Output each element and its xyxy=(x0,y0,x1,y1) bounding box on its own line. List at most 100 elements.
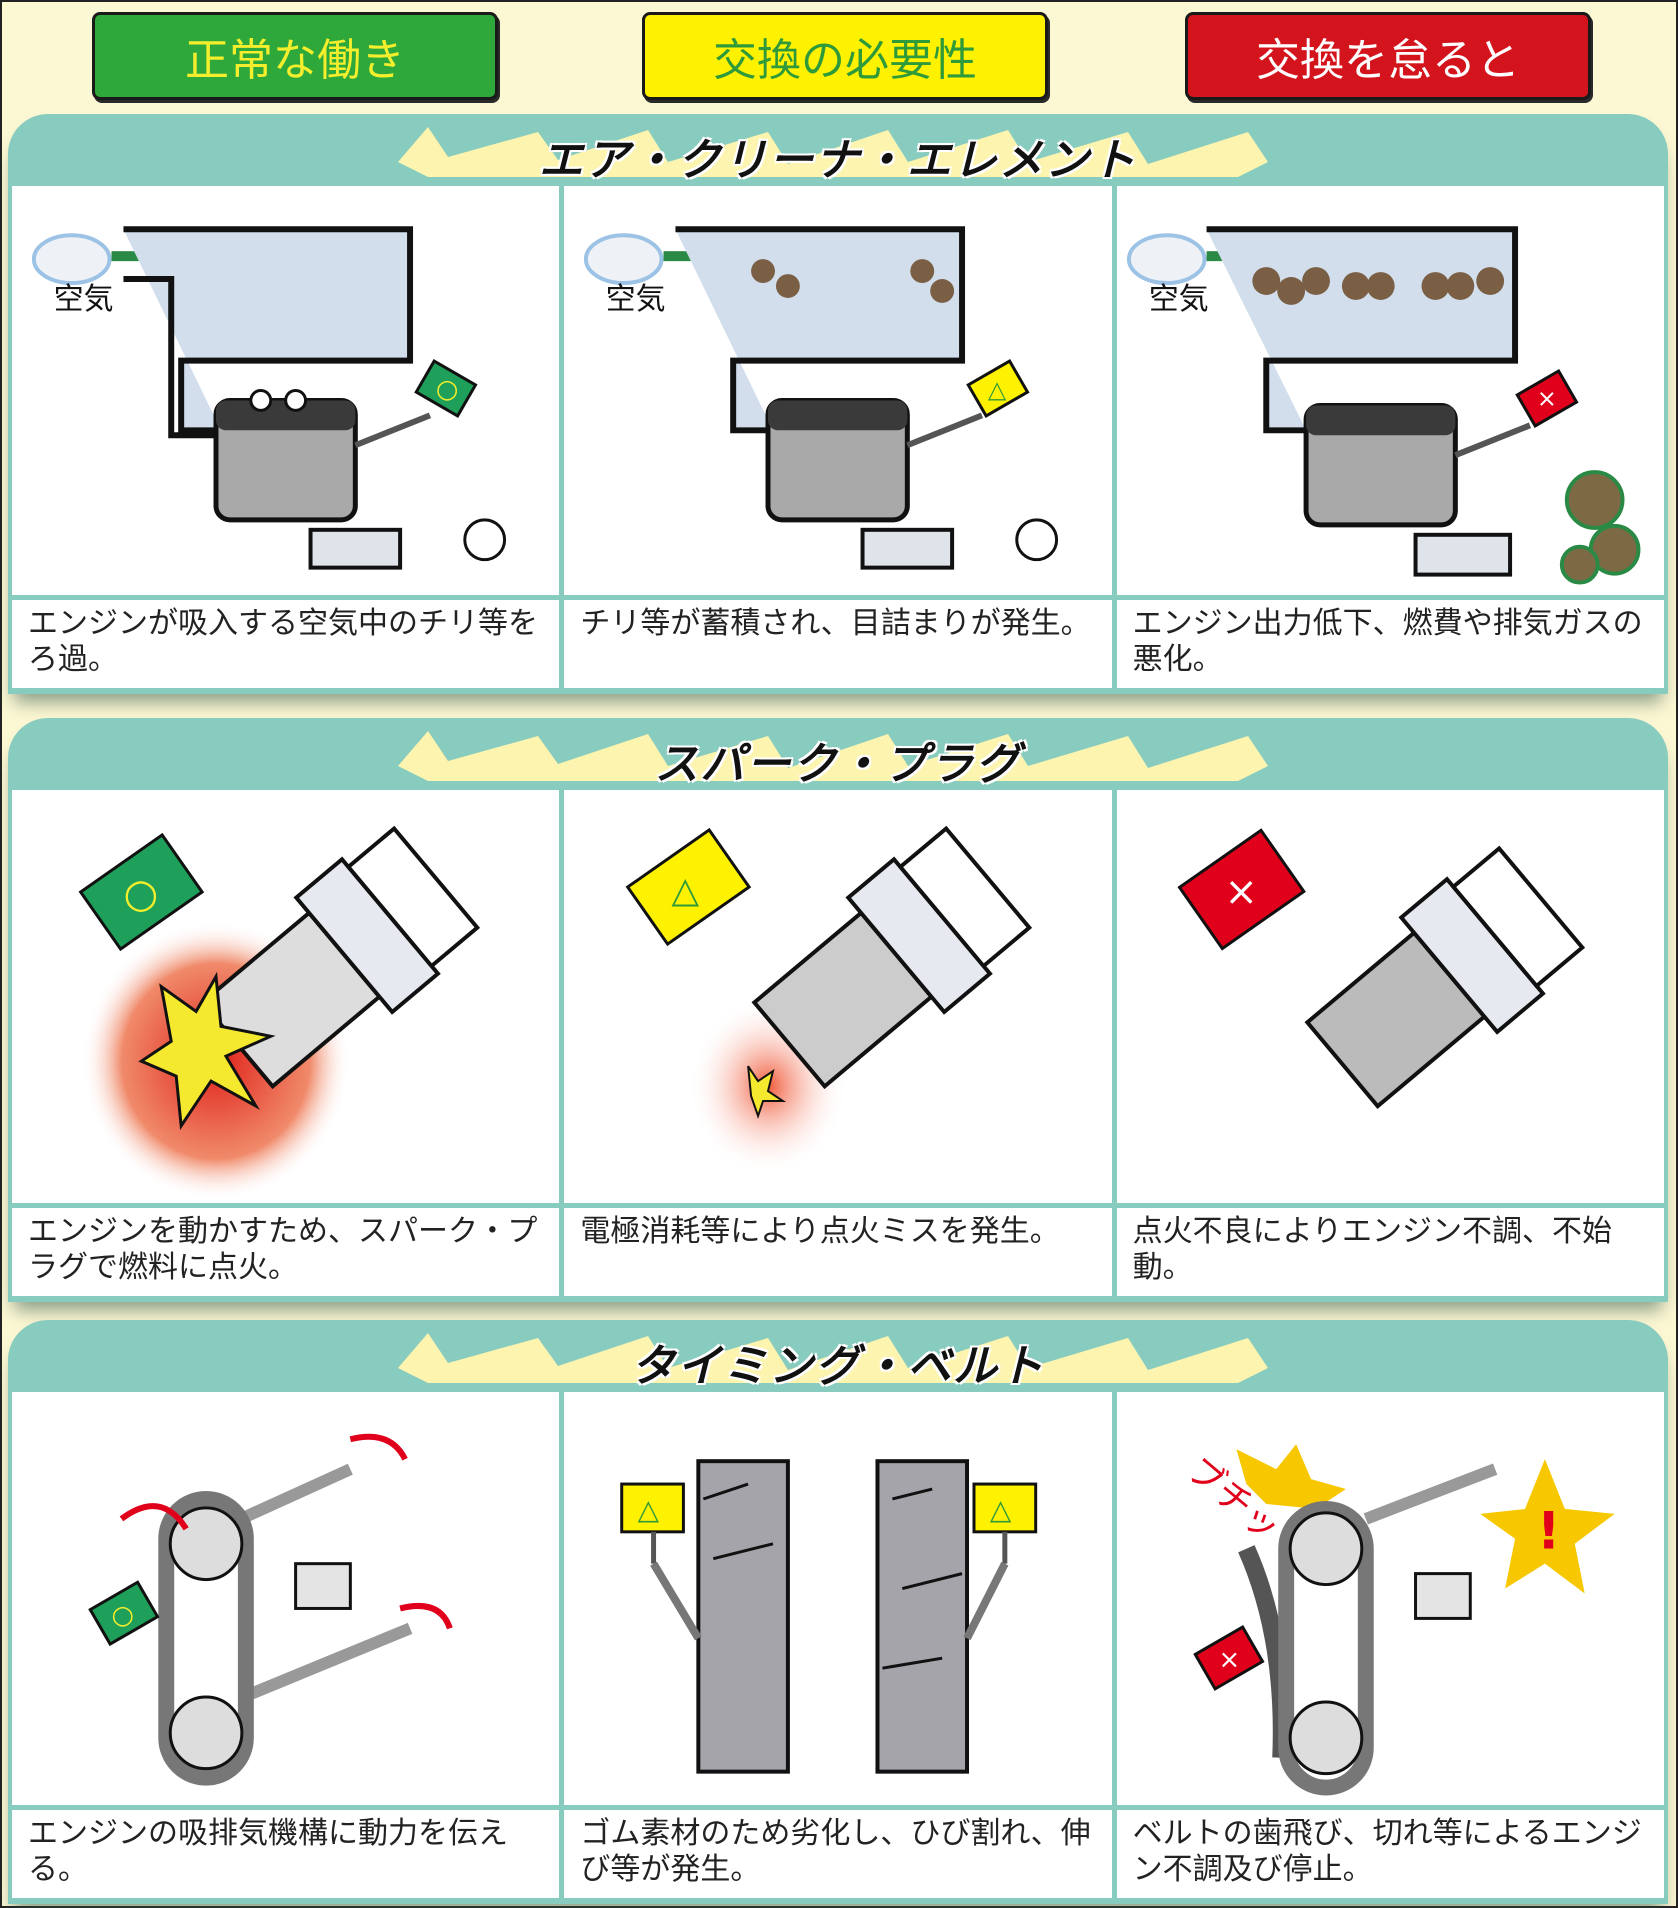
dust-cluster-icon xyxy=(1251,267,1504,305)
legend-neglect-label: 交換を怠ると xyxy=(1256,35,1520,86)
spark-plug-worn-illustration: △ xyxy=(564,790,1112,1203)
spark-plug-diagram: × xyxy=(1177,828,1585,1110)
engine-filter-diagram: 空気 △ xyxy=(584,226,1059,570)
section-title: エア・クリーナ・エレメント xyxy=(539,135,1137,186)
piston-icon xyxy=(1413,1572,1472,1620)
section-banner: タイミング・ベルト xyxy=(8,1320,1668,1392)
crank-gear-icon xyxy=(1288,1700,1363,1776)
section-title: タイミング・ベルト xyxy=(631,1341,1045,1392)
legend-normal-label: 正常な働き xyxy=(185,35,405,86)
cell-warning: △ 電極消耗等により点火ミスを発生。 xyxy=(564,790,1112,1296)
brush-stroke-decoration xyxy=(398,127,1268,177)
timing-belt-diagram: ○ xyxy=(88,1433,453,1786)
cell-warning: 空気 △ チリ等が蓄積され、目詰まりが発生。 xyxy=(564,186,1112,688)
caption: 点火不良によりエンジン不調、不始動。 xyxy=(1116,1208,1664,1296)
alert-star-icon xyxy=(1479,1459,1615,1594)
air-label: 空気 xyxy=(1149,282,1209,317)
cell-normal: ○ エンジンを動かすため、スパーク・プラグで燃料に点火。 xyxy=(12,790,560,1296)
brush-stroke-decoration xyxy=(398,731,1268,781)
belt-back-side-icon xyxy=(875,1459,970,1774)
section-air-cleaner: エア・クリーナ・エレメント 空気 ○ xyxy=(8,114,1668,694)
air-label: 空気 xyxy=(606,282,666,317)
warning-sign-right: △ xyxy=(990,1493,1012,1526)
spark-plug-normal-illustration: ○ xyxy=(12,790,560,1203)
svg-text:×: × xyxy=(1218,1645,1240,1675)
air-arrow-icon xyxy=(111,251,162,262)
caption: エンジン出力低下、燃費や排気ガスの悪化。 xyxy=(1116,600,1664,688)
engine-filter-diagram: 空気 × xyxy=(1126,226,1641,585)
ok-sign-icon xyxy=(78,832,205,952)
bad-sign-icon xyxy=(1514,368,1579,428)
section-timing-belt: タイミング・ベルト ○ エンジンの吸排気機構に動力を伝える。 xyxy=(8,1320,1668,1904)
caption: チリ等が蓄積され、目詰まりが発生。 xyxy=(564,600,1112,688)
crank-gear-icon xyxy=(168,1695,244,1771)
spark-plug-diagram: △ xyxy=(625,825,1033,1176)
air-cloud-icon xyxy=(1126,233,1207,286)
warning-sign-icon xyxy=(620,1482,686,1534)
ok-sign-icon xyxy=(88,1580,160,1647)
muffler-icon xyxy=(1413,532,1512,577)
legend-if-neglected: 交換を怠ると xyxy=(1185,12,1591,100)
section-banner: スパーク・プラグ xyxy=(8,718,1668,790)
rotation-arrow-icon xyxy=(119,1503,189,1531)
exhaust-cloud-icon xyxy=(1015,518,1059,562)
svg-text:×: × xyxy=(1537,384,1557,412)
air-label: 空気 xyxy=(54,282,114,317)
broken-belt-diagram: ブチッ ! × xyxy=(1179,1444,1615,1796)
warning-sign-icon xyxy=(625,827,752,947)
caption: ベルトの歯飛び、切れ等によるエンジン不調及び停止。 xyxy=(1116,1810,1664,1898)
belt-icon xyxy=(158,1491,254,1786)
svg-text:○: ○ xyxy=(123,871,158,917)
caption: エンジンが吸入する空気中のチリ等をろ過。 xyxy=(12,600,560,688)
air-cleaner-clogging-illustration: 空気 △ xyxy=(564,186,1112,595)
exhaust-cloud-icon xyxy=(463,518,507,562)
ok-sign-icon xyxy=(414,359,478,419)
section-banner: エア・クリーナ・エレメント xyxy=(8,114,1668,186)
muffler-icon xyxy=(308,527,403,570)
caption: ゴム素材のため劣化し、ひび割れ、伸び等が発生。 xyxy=(564,1810,1112,1898)
dirty-exhaust-icon xyxy=(1559,470,1641,585)
legend-normal-function: 正常な働き xyxy=(92,12,498,100)
spark-icon xyxy=(138,971,276,1131)
air-cloud-icon xyxy=(584,233,664,286)
section-spark-plug: スパーク・プラグ ○ エンジンを動かすため、スパーク・プラグで燃料に点火 xyxy=(8,718,1668,1302)
air-cloud-icon xyxy=(31,233,112,286)
cell-normal: 空気 ○ エンジンが吸入する空気中のチリ等をろ過。 xyxy=(12,186,560,688)
engine-filter-diagram: 空気 ○ xyxy=(31,226,507,570)
spark-plug-failed-illustration: × xyxy=(1116,790,1664,1203)
weak-spark-icon xyxy=(747,1065,787,1119)
alert-exclamation: ! xyxy=(1537,1502,1561,1562)
legend-need-label: 交換の必要性 xyxy=(713,35,977,86)
cell-neglected: ブチッ ! × ベルトの歯飛び、切れ等によるエンジン不調及び停止。 xyxy=(1116,1392,1664,1898)
warning-sign-left: △ xyxy=(638,1493,660,1526)
warning-sign-icon xyxy=(966,359,1030,419)
dust-icon xyxy=(751,259,776,284)
piston-icon xyxy=(294,1562,352,1610)
caption: 電極消耗等により点火ミスを発生。 xyxy=(564,1208,1112,1296)
brush-stroke-decoration xyxy=(398,1333,1268,1383)
caption: エンジンの吸排気機構に動力を伝える。 xyxy=(12,1810,560,1898)
svg-text:○: ○ xyxy=(112,1600,135,1630)
spark-plug-icon xyxy=(751,825,1033,1090)
svg-text:○: ○ xyxy=(436,374,459,404)
cell-warning: △ △ ゴム素材のため劣化し、ひび割れ、伸び等が発生。 xyxy=(564,1392,1112,1898)
timing-belt-normal-illustration: ○ xyxy=(12,1392,560,1805)
air-cleaner-normal-illustration: 空気 ○ xyxy=(12,186,560,595)
svg-text:×: × xyxy=(1224,869,1257,915)
air-cleaner-neglected-illustration: 空気 × xyxy=(1116,186,1664,595)
cam-gear-icon xyxy=(1288,1511,1363,1587)
timing-belt-broken-illustration: ブチッ ! × xyxy=(1116,1392,1664,1805)
timing-belt-cracked-illustration: △ △ xyxy=(564,1392,1112,1805)
cell-neglected: × 点火不良によりエンジン不調、不始動。 xyxy=(1116,790,1664,1296)
cracked-belt-diagram: △ △ xyxy=(620,1459,1038,1774)
cam-gear-icon xyxy=(168,1506,244,1582)
spark-plug-diagram: ○ xyxy=(78,825,481,1201)
belt-teeth-side-icon xyxy=(696,1459,791,1774)
impact-burst-icon xyxy=(1236,1444,1346,1509)
muffler-icon xyxy=(860,527,955,570)
bad-sign-icon xyxy=(1192,1625,1265,1691)
warning-sign-icon xyxy=(972,1482,1038,1534)
bad-sign-icon xyxy=(1177,828,1306,951)
spark-plug-icon xyxy=(1304,845,1585,1110)
section-title: スパーク・プラグ xyxy=(654,739,1022,790)
